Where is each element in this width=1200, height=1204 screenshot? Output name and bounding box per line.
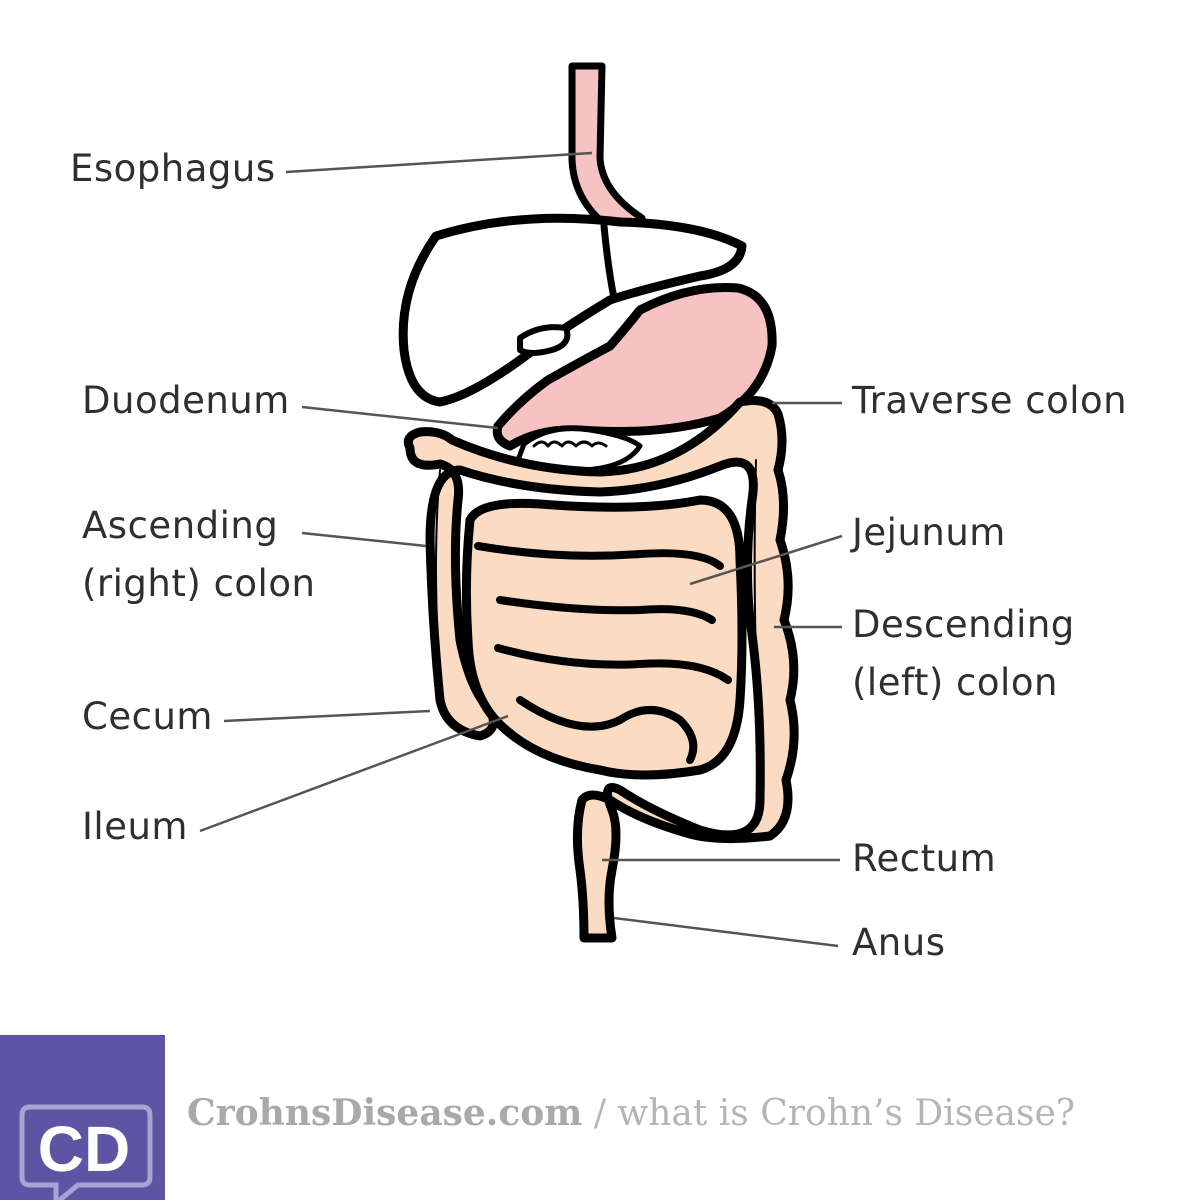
site-name-link[interactable]: CrohnsDisease.com [187, 1092, 583, 1134]
label-jejunum: Jejunum [852, 511, 1006, 554]
breadcrumb-page: what is Crohn’s Disease? [617, 1093, 1076, 1134]
brand-footer: CrohnsDisease.com / what is Crohn’s Dise… [187, 1092, 1075, 1134]
small-intestine-shape [461, 495, 747, 780]
duodenum-leader [301, 405, 499, 430]
label-cecum: Cecum [82, 695, 213, 738]
breadcrumb-separator: / [593, 1093, 606, 1134]
label-descending-line1: Descending [852, 603, 1075, 646]
label-anus: Anus [852, 921, 946, 964]
ascending-leader [301, 531, 427, 548]
small-intestine-fold-2 [496, 596, 716, 624]
label-ascending-line2: (right) colon [82, 562, 316, 605]
jejunum-leader [689, 534, 843, 586]
liver-divider [600, 222, 618, 302]
small-intestine-fold-1 [474, 542, 724, 570]
brand-logo-text: CD [38, 1113, 130, 1185]
label-esophagus: Esophagus [70, 147, 276, 190]
esophagus-shape [568, 62, 646, 238]
gallbladder-shape [517, 324, 571, 356]
anus-leader [613, 916, 839, 948]
label-ileum: Ileum [82, 805, 188, 848]
anatomy-illustration [398, 62, 799, 943]
brand-logo-box: CD [0, 1035, 165, 1204]
label-descending-line2: (left) colon [852, 661, 1058, 704]
liver-shape [398, 213, 747, 407]
ascending-colon-line [435, 469, 441, 681]
label-duodenum: Duodenum [82, 379, 290, 422]
small-intestine-fold-4 [516, 696, 698, 764]
ileum-leader [199, 714, 509, 833]
label-traverse-colon: Traverse colon [852, 379, 1128, 422]
colon-shape [403, 396, 799, 943]
cecum-leader [223, 709, 431, 723]
leader-lines [199, 151, 843, 948]
small-intestine-fold-3 [494, 644, 732, 684]
esophagus-leader [285, 151, 593, 174]
label-rectum: Rectum [852, 837, 997, 880]
descending-colon-line [753, 459, 761, 781]
speech-bubble-icon: CD [19, 1104, 153, 1204]
label-ascending-line1: Ascending [82, 504, 279, 547]
pancreas-detail [532, 440, 608, 448]
